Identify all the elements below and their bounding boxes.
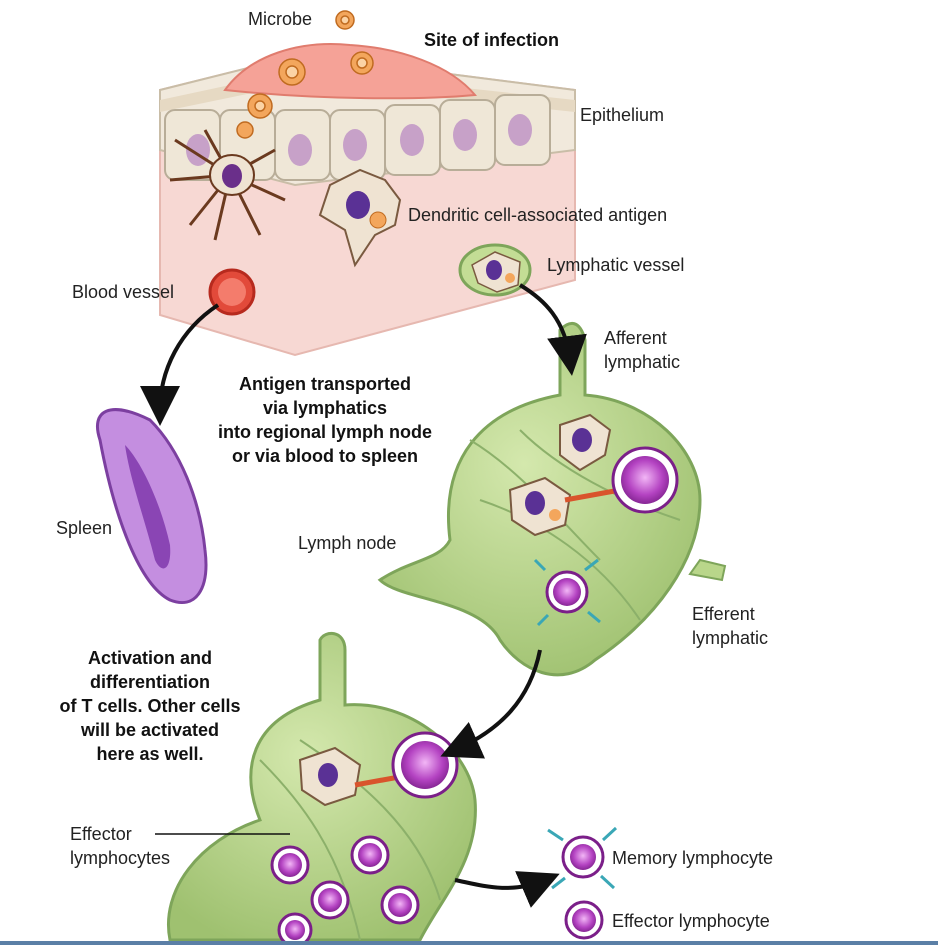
label-efferent-1: Efferent	[692, 604, 755, 625]
dc-nucleus	[346, 191, 370, 219]
node-upper-t-cell	[613, 448, 677, 512]
label-antigen-transport: Antigen transported via lymphatics into …	[180, 372, 470, 468]
label-efferent-2: lymphatic	[692, 628, 768, 649]
label-epithelium: Epithelium	[580, 105, 664, 126]
activation-line-3: of T cells. Other cells	[30, 694, 270, 718]
label-lymphatic-vessel: Lymphatic vessel	[547, 255, 684, 276]
antigen-line-3: into regional lymph node	[180, 420, 470, 444]
label-effector-lymphocytes-1: Effector	[70, 824, 132, 845]
effector-lymphocyte-icon	[566, 902, 602, 938]
label-blood-vessel: Blood vessel	[72, 282, 174, 303]
label-memory-lymphocyte: Memory lymphocyte	[612, 848, 773, 869]
bottom-border	[0, 941, 938, 945]
label-site-of-infection: Site of infection	[424, 30, 559, 51]
memory-lymphocyte-icon	[548, 828, 616, 888]
label-dendritic-antigen: Dendritic cell-associated antigen	[408, 205, 667, 226]
label-spleen: Spleen	[56, 518, 112, 539]
antigen-line-4: or via blood to spleen	[180, 444, 470, 468]
activation-line-4: will be activated	[30, 718, 270, 742]
label-lymph-node: Lymph node	[298, 533, 396, 554]
label-activation: Activation and differentiation of T cell…	[30, 646, 270, 766]
label-effector-lymphocytes-2: lymphocytes	[70, 848, 170, 869]
antigen-line-2: via lymphatics	[180, 396, 470, 420]
activation-line-2: differentiation	[30, 670, 270, 694]
label-afferent-1: Afferent	[604, 328, 667, 349]
label-afferent-2: lymphatic	[604, 352, 680, 373]
node-lower-t-cell	[393, 733, 457, 797]
label-microbe: Microbe	[248, 9, 312, 30]
dc-antigen-icon	[370, 212, 386, 228]
activation-line-1: Activation and	[30, 646, 270, 670]
lymphatic-vessel	[460, 245, 530, 295]
activation-line-5: here as well.	[30, 742, 270, 766]
infection-site	[225, 44, 475, 98]
label-effector-lymphocyte: Effector lymphocyte	[612, 911, 770, 932]
dendritic-nucleus	[222, 164, 242, 188]
antigen-line-1: Antigen transported	[180, 372, 470, 396]
arrow-to-lymphocytes	[455, 880, 545, 888]
